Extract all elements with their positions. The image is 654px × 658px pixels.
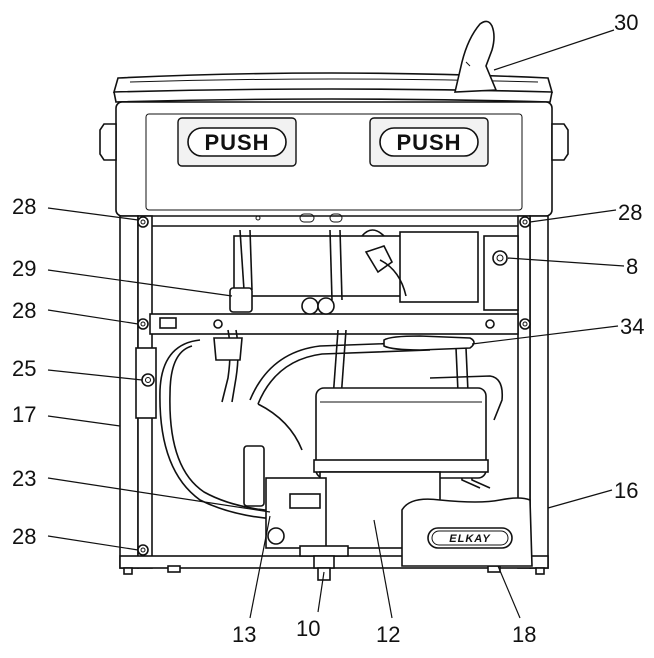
valve-8 (492, 250, 508, 266)
elkay-panel: ELKAY (401, 497, 533, 567)
callout-28-mid-left: 28 (12, 298, 36, 323)
push-button-right[interactable] (379, 127, 479, 157)
push-label-left: PUSH (204, 130, 269, 155)
leader-lines (47, 29, 625, 619)
compressor-tank (243, 387, 489, 549)
callout-30: 30 (614, 10, 638, 35)
tube-34 (383, 335, 475, 351)
upper-plumbing (229, 213, 519, 315)
callout-labels: 30 28 28 29 8 28 34 25 17 23 16 28 13 10… (12, 10, 644, 647)
valve-29 (229, 287, 253, 313)
callout-17: 17 (12, 402, 36, 427)
callout-23: 23 (12, 466, 36, 491)
callout-28-top-right: 28 (618, 200, 642, 225)
callout-8: 8 (626, 254, 638, 279)
callout-16: 16 (614, 478, 638, 503)
crossbar (149, 313, 519, 335)
bubbler-spout (453, 20, 498, 93)
control-board (483, 235, 519, 311)
push-button-left[interactable] (187, 127, 287, 157)
brand-label: ELKAY (449, 533, 491, 545)
callout-28-top-left: 28 (12, 194, 36, 219)
push-label-right: PUSH (396, 130, 461, 155)
callout-28-bottom-left: 28 (12, 524, 36, 549)
callout-34: 34 (620, 314, 644, 339)
callout-12: 12 (376, 622, 400, 647)
callout-10: 10 (296, 616, 320, 641)
callout-25: 25 (12, 356, 36, 381)
side-bracket-25 (135, 347, 157, 419)
callout-29: 29 (12, 256, 36, 281)
callout-18: 18 (512, 622, 536, 647)
drain-fitting (299, 545, 349, 581)
upper-cabinet: PUSH PUSH (99, 101, 569, 217)
callout-13: 13 (232, 622, 256, 647)
